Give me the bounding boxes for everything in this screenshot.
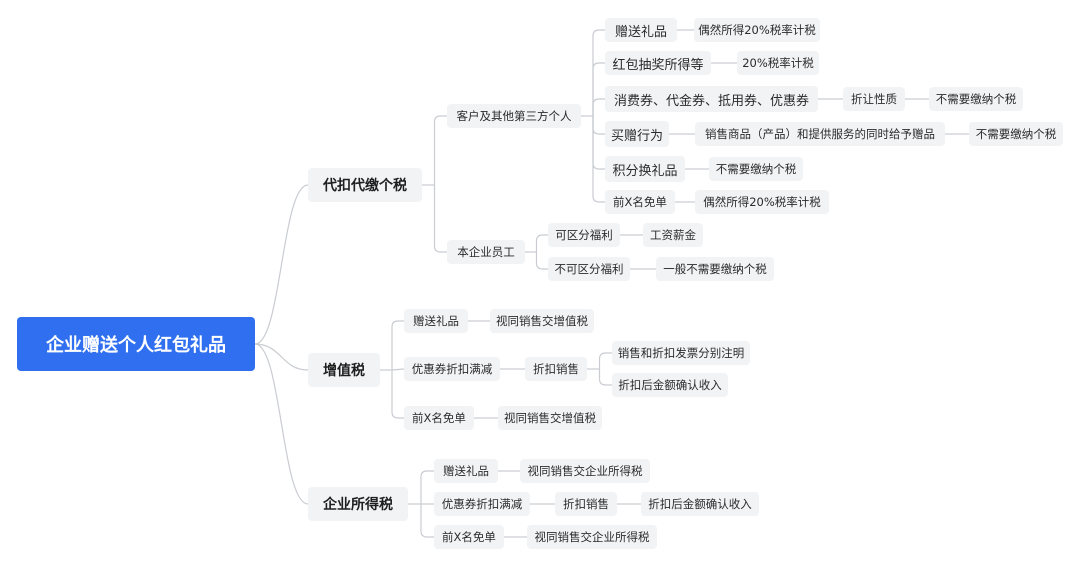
red-packet-result[interactable]: 20%税率计税 [737,51,819,75]
vat-gift-node[interactable]: 赠送礼品 [404,309,468,333]
connector-line [592,98,605,116]
connector-line [535,252,548,270]
cit-discount-result[interactable]: 折扣后金额确认收入 [641,492,759,516]
vat-coupon-node[interactable]: 优惠券折扣满减 [404,357,500,381]
cit-discount-sale[interactable]: 折扣销售 [555,492,617,516]
red-packet-node[interactable]: 红包抽奖所得等 [605,51,711,75]
connector-line [592,116,605,203]
cit-free-first-node[interactable]: 前X名免单 [434,525,504,549]
branch-vat[interactable]: 增值税 [308,353,380,387]
root-node[interactable]: 企业赠送个人红包礼品 [17,317,255,371]
free-first-result[interactable]: 偶然所得20%税率计税 [695,190,829,214]
gift-node[interactable]: 赠送礼品 [605,18,677,42]
vat-free-first-node[interactable]: 前X名免单 [404,406,474,430]
cit-coupon-node[interactable]: 优惠券折扣满减 [434,492,530,516]
connector-line [391,370,404,419]
coupons-node[interactable]: 消费券、代金券、抵用券、优惠券 [605,86,818,112]
connector-line [254,343,309,371]
branch-cit[interactable]: 企业所得税 [308,487,408,521]
vat-free-first-result[interactable]: 视同销售交增值税 [498,406,602,430]
vat-gift-result[interactable]: 视同销售交增值税 [490,309,594,333]
coupons-result[interactable]: 不需要缴纳个税 [929,87,1023,111]
coupons-nature[interactable]: 折让性质 [843,87,905,111]
vat-discount-sale[interactable]: 折扣销售 [525,357,587,381]
buy-gift-detail[interactable]: 销售商品（产品）和提供服务的同时给予赠品 [695,122,945,146]
connector-line [535,234,548,252]
buy-gift-result[interactable]: 不需要缴纳个税 [969,122,1063,146]
connector-line [254,184,309,345]
connector-line [420,470,434,504]
vat-discount-sub1[interactable]: 销售和折扣发票分别注明 [612,341,750,365]
connector-line [598,369,612,386]
branch-withholding[interactable]: 代扣代缴个税 [308,168,422,202]
connector-line [433,115,447,185]
gift-result[interactable]: 偶然所得20%税率计税 [694,18,820,42]
third-party-node[interactable]: 客户及其他第三方个人 [447,104,581,128]
points-result[interactable]: 不需要缴纳个税 [709,157,803,181]
inseparable-welfare-node[interactable]: 不可区分福利 [548,257,630,281]
connector-line [592,116,605,135]
connector-line [592,29,605,116]
points-node[interactable]: 积分换礼品 [605,156,685,182]
vat-discount-sub2[interactable]: 折扣后金额确认收入 [612,373,728,397]
connector-line [598,352,612,369]
cit-gift-node[interactable]: 赠送礼品 [434,459,498,483]
separable-welfare-result[interactable]: 工资薪金 [643,223,703,247]
connector-line [391,320,404,370]
connector-line [254,343,309,505]
employee-node[interactable]: 本企业员工 [447,240,525,264]
connector-line [433,185,447,253]
connector-line [391,368,405,371]
separable-welfare-node[interactable]: 可区分福利 [548,223,620,247]
inseparable-welfare-result[interactable]: 一般不需要缴纳个税 [656,257,774,281]
cit-gift-result[interactable]: 视同销售交企业所得税 [520,459,650,483]
buy-gift-node[interactable]: 买赠行为 [605,121,669,147]
cit-free-first-result[interactable]: 视同销售交企业所得税 [527,525,657,549]
connector-line [592,116,605,170]
connector-line [420,504,434,538]
free-first-node[interactable]: 前X名免单 [605,190,675,214]
connector-line [592,62,605,116]
